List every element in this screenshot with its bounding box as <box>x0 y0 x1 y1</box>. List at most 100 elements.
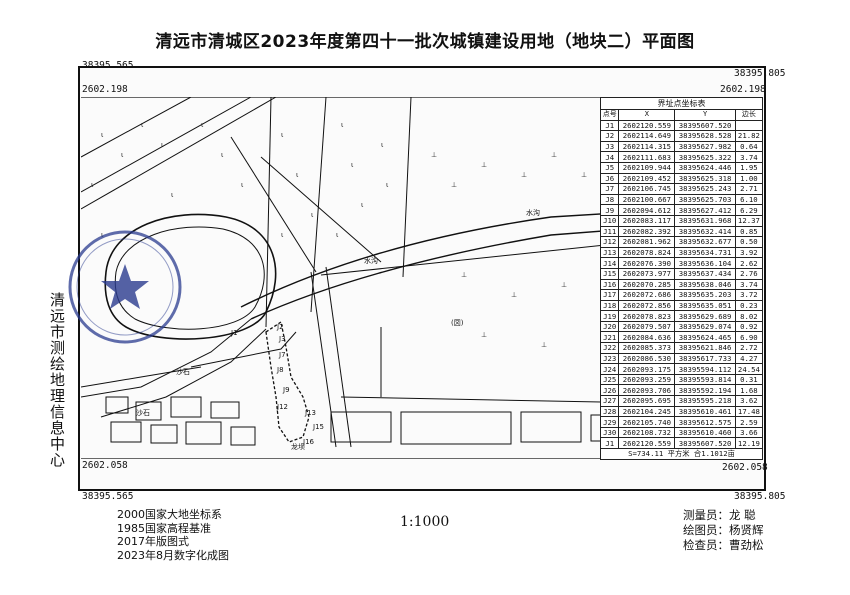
cell-y: 38395627.982 <box>674 140 736 153</box>
cell-x: 2602078.824 <box>618 246 676 259</box>
header-length: 边长 <box>734 109 764 121</box>
svg-text:⊥: ⊥ <box>541 341 547 349</box>
cell-y: 38395594.112 <box>674 363 736 375</box>
corner-top-right-x: 38395.805 <box>734 68 786 79</box>
cell-pt: J15 <box>599 267 620 280</box>
svg-text:ɩ: ɩ <box>141 121 144 129</box>
cell-len: 3.72 <box>734 289 764 301</box>
svg-text:ɩ: ɩ <box>386 181 389 189</box>
svg-text:⊥: ⊥ <box>431 151 437 159</box>
cell-y: 38395625.243 <box>674 183 736 195</box>
cell-y: 38395632.677 <box>674 236 736 248</box>
header-y: Y <box>674 109 736 121</box>
cell-len: 0.23 <box>734 299 764 312</box>
seal-star-icon <box>68 230 182 344</box>
cell-y: 38395629.689 <box>674 310 736 322</box>
svg-text:ɩ: ɩ <box>361 201 364 209</box>
cell-pt: J26 <box>599 384 620 397</box>
cell-x: 2602104.245 <box>618 405 676 418</box>
svg-text:ɩ: ɩ <box>221 151 224 159</box>
cell-y: 38395610.461 <box>674 405 736 418</box>
cell-y: 38395637.434 <box>674 267 736 280</box>
staff-name: 杨贤辉 <box>729 523 764 537</box>
cell-pt: J18 <box>599 299 620 312</box>
cell-y: 38395621.846 <box>674 342 736 354</box>
svg-text:ɩ: ɩ <box>381 141 384 149</box>
cell-pt: J6 <box>599 172 620 185</box>
cell-pt: J10 <box>599 214 620 227</box>
cell-pt: J29 <box>599 416 620 428</box>
cell-len: 3.92 <box>734 246 764 259</box>
map-label-j3: J3 <box>278 335 286 343</box>
map-label-j8: J8 <box>276 366 284 374</box>
cell-pt: J12 <box>599 236 620 248</box>
page-title: 清远市清城区2023年度第四十一批次城镇建设用地（地块二）平面图 <box>155 32 695 52</box>
cell-len: 21.82 <box>734 130 764 142</box>
cell-x: 2602120.559 <box>618 437 676 449</box>
cell-len: 12.37 <box>734 214 764 227</box>
cell-len: 0.64 <box>734 140 764 153</box>
note-line: 1985国家高程基准 <box>117 521 211 535</box>
svg-text:ɩ: ɩ <box>161 141 164 149</box>
map-label-j7: J7 <box>278 351 286 359</box>
svg-text:ɩ: ɩ <box>91 181 94 189</box>
cell-x: 2602114.649 <box>618 130 676 142</box>
cell-len: 0.50 <box>734 236 764 248</box>
svg-text:ɩ: ɩ <box>311 211 314 219</box>
cell-y: 38395625.318 <box>674 172 736 185</box>
map-label-j16: J16 <box>302 438 315 446</box>
cell-pt: J30 <box>599 426 620 439</box>
cell-x: 2602093.175 <box>618 363 676 375</box>
staff-role: 检查员： <box>683 538 729 552</box>
svg-text:⊥: ⊥ <box>481 161 487 169</box>
cell-y: 38395610.460 <box>674 426 736 439</box>
cell-len: 3.62 <box>734 395 764 407</box>
cell-x: 2602076.390 <box>618 257 676 269</box>
map-label-stone-1: 沙石 <box>176 368 190 376</box>
staff-name: 曹劲松 <box>729 538 764 552</box>
cell-y: 38395634.731 <box>674 246 736 259</box>
svg-text:⊥: ⊥ <box>581 171 587 179</box>
cell-y: 38395624.465 <box>674 331 736 344</box>
cell-pt: J11 <box>599 225 620 238</box>
map-label-j9: J9 <box>282 386 290 394</box>
cell-y: 38395629.074 <box>674 320 736 333</box>
cell-len: 3.74 <box>734 151 764 163</box>
cell-y: 38395593.814 <box>674 373 736 386</box>
cell-y: 38395607.520 <box>674 437 736 449</box>
cell-pt: J27 <box>599 395 620 407</box>
cell-pt: J20 <box>599 320 620 333</box>
svg-text:ɩ: ɩ <box>351 161 354 169</box>
svg-text:ɩ: ɩ <box>121 151 124 159</box>
cell-y: 38395624.446 <box>674 161 736 174</box>
cell-x: 2602109.452 <box>618 172 676 185</box>
staff-name: 龙 聪 <box>729 508 756 522</box>
cell-pt: J28 <box>599 405 620 418</box>
svg-text:ɩ: ɩ <box>296 171 299 179</box>
cell-x: 2602081.962 <box>618 236 676 248</box>
cell-x: 2602109.944 <box>618 161 676 174</box>
map-label-j13: J13 <box>304 409 316 417</box>
cell-x: 2602093.259 <box>618 373 676 386</box>
cell-len: 2.62 <box>734 257 764 269</box>
cell-pt: J5 <box>599 161 620 174</box>
staff-role: 测量员： <box>683 508 729 522</box>
cell-pt: J13 <box>599 246 620 259</box>
cell-x: 2602078.823 <box>618 310 676 322</box>
map-label-parcel: (㘝) <box>451 319 464 327</box>
cell-pt: J2 <box>599 130 620 142</box>
cell-x: 2602085.373 <box>618 342 676 354</box>
corner-top-right-y: 2602.198 <box>720 84 766 95</box>
